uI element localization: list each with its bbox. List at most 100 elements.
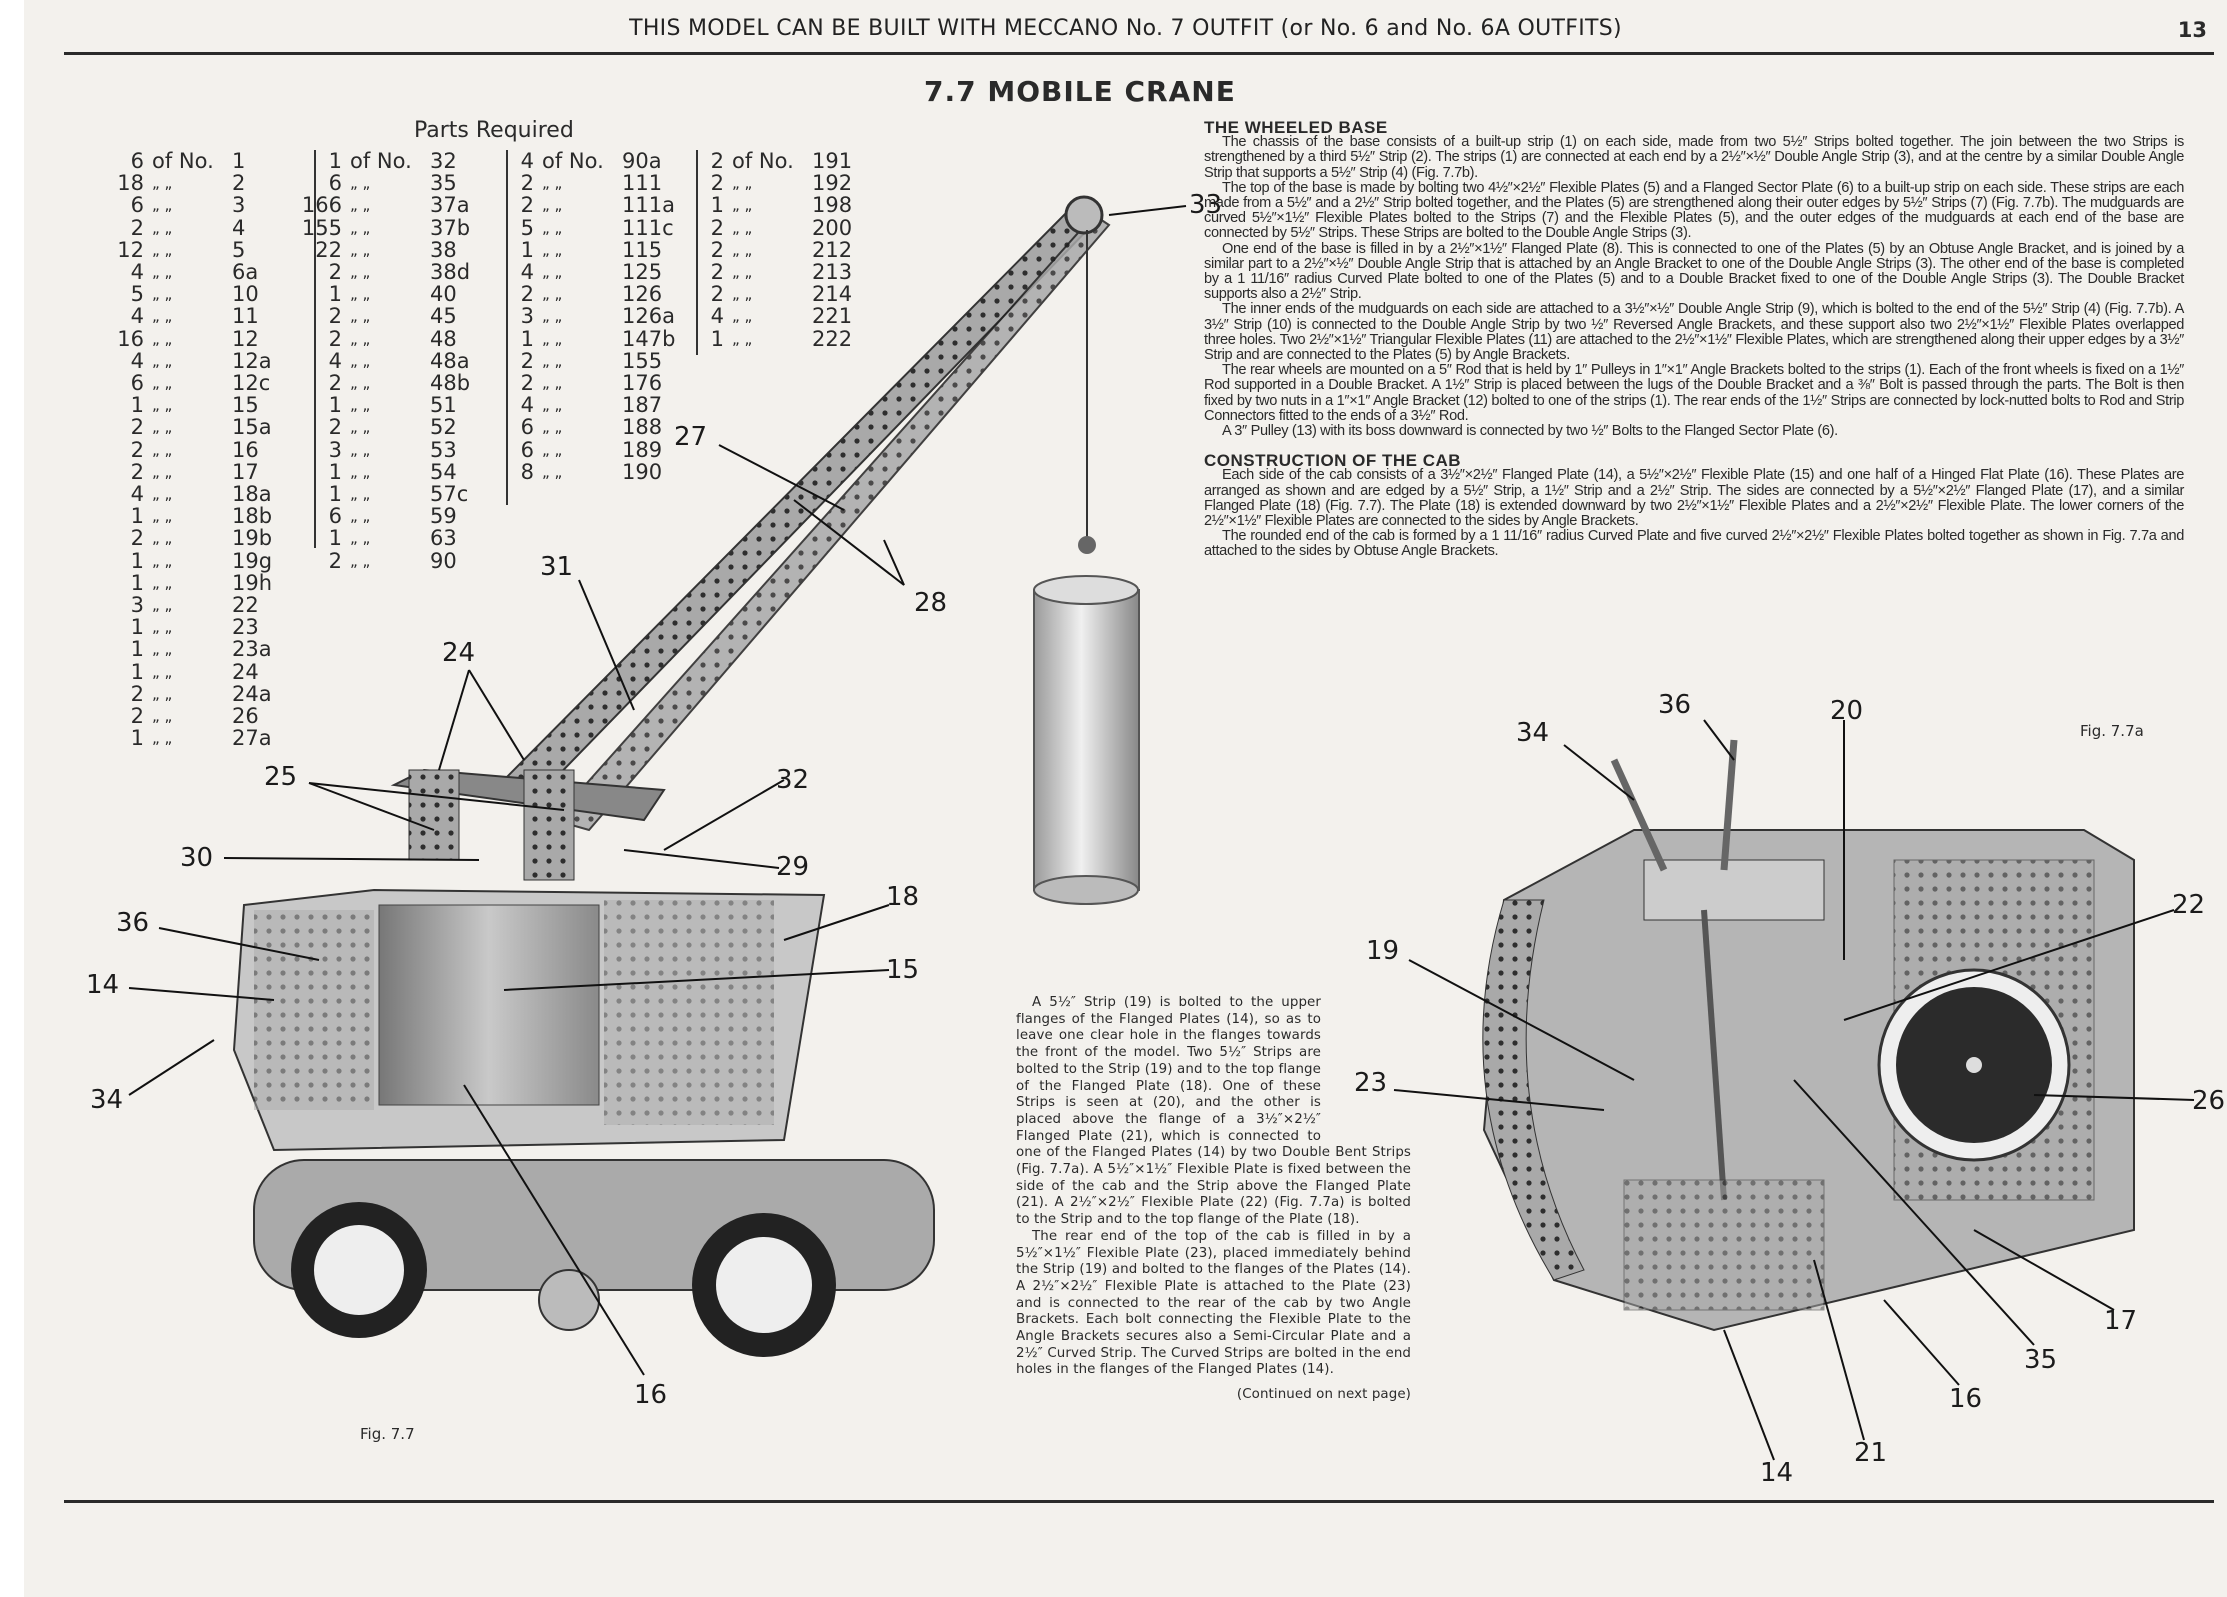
parts-row: 2„ „45 xyxy=(300,305,490,327)
callout-leader-lines xyxy=(128,205,2195,1461)
part-number: 126 xyxy=(622,282,663,307)
ditto-marks: „ „ xyxy=(152,307,173,326)
callout-15: 15 xyxy=(886,955,920,985)
part-quantity: 4 xyxy=(520,149,534,173)
part-number: 16 xyxy=(232,437,259,462)
ditto-marks: „ „ xyxy=(542,263,563,282)
parts-row: 2„ „48 xyxy=(300,327,490,350)
section-heading-cab: CONSTRUCTION OF THE CAB xyxy=(1204,451,1462,471)
ditto-marks: „ „ xyxy=(350,240,371,259)
part-quantity: 1 xyxy=(130,726,144,751)
part-quantity: 1 xyxy=(328,526,342,551)
part-quantity: 2 xyxy=(328,371,342,396)
parts-row: 1„ „63 xyxy=(300,527,490,549)
part-number: 126a xyxy=(622,304,675,329)
part-quantity: 155 xyxy=(301,215,342,240)
ditto-marks: „ „ xyxy=(732,329,753,348)
part-quantity: 2 xyxy=(130,681,144,706)
parts-row: 2„ „90 xyxy=(300,549,490,572)
part-quantity: 2 xyxy=(130,459,144,484)
callout-31: 31 xyxy=(540,552,574,582)
of-no-label: of No. xyxy=(542,149,604,173)
parts-row: 2„ „200 xyxy=(682,216,872,239)
part-number: 15 xyxy=(232,393,259,418)
illustrations xyxy=(128,195,2195,1461)
parts-row: 6„ „3 xyxy=(102,194,292,216)
parts-row: 1„ „54 xyxy=(300,461,490,483)
ditto-marks: „ „ xyxy=(350,374,371,393)
part-number: 90a xyxy=(622,149,662,173)
ditto-marks: „ „ xyxy=(350,263,371,282)
part-quantity: 4 xyxy=(520,260,534,285)
parts-row: 2„ „16 xyxy=(102,437,292,462)
part-number: 23 xyxy=(232,615,259,640)
part-number: 19g xyxy=(232,548,273,573)
parts-row: 1„ „23 xyxy=(102,616,292,638)
parts-row: 2„ „213 xyxy=(682,261,872,283)
callout-16: 16 xyxy=(1949,1384,1983,1414)
part-quantity: 16 xyxy=(117,326,144,351)
paragraph: One end of the base is filled in by a 2½… xyxy=(1204,240,2184,303)
parts-row: 4 of No. 90a xyxy=(492,150,682,172)
ditto-marks: „ „ xyxy=(542,440,563,459)
callout-34: 34 xyxy=(1516,718,1550,748)
parts-heading: Parts Required xyxy=(414,118,574,143)
callout-16: 16 xyxy=(634,1380,668,1410)
part-quantity: 4 xyxy=(130,482,144,507)
part-number: 10 xyxy=(232,282,259,307)
part-quantity: 2 xyxy=(520,282,534,307)
cab-illustration xyxy=(1482,739,2135,1332)
ditto-marks: „ „ xyxy=(350,285,371,304)
part-quantity: 2 xyxy=(710,171,724,196)
part-quantity: 4 xyxy=(130,348,144,373)
part-number: 48a xyxy=(430,348,470,373)
part-number: 32 xyxy=(430,149,457,173)
part-quantity: 2 xyxy=(520,193,534,218)
part-number: 19h xyxy=(232,570,273,595)
part-number: 111 xyxy=(622,171,663,196)
part-quantity: 2 xyxy=(130,415,144,440)
part-quantity: 3 xyxy=(130,593,144,618)
ditto-marks: „ „ xyxy=(542,329,563,348)
parts-row: 4„ „6a xyxy=(102,261,292,283)
parts-row: 2„ „17 xyxy=(102,461,292,483)
callout-36: 36 xyxy=(1658,690,1692,720)
part-number: 59 xyxy=(430,504,457,529)
part-quantity: 1 xyxy=(130,548,144,573)
parts-row: 2„ „212 xyxy=(682,239,872,261)
part-number: 18b xyxy=(232,504,273,529)
divider xyxy=(696,150,698,355)
paragraph: The inner ends of the mudguards on each … xyxy=(1204,301,2184,364)
ditto-marks: „ „ xyxy=(152,684,173,703)
part-number: 214 xyxy=(812,282,853,307)
bottom-rule xyxy=(64,1500,2214,1503)
crane-illustration xyxy=(232,195,1140,1357)
part-quantity: 6 xyxy=(520,437,534,462)
parts-row: 1„ „198 xyxy=(682,194,872,216)
ditto-marks: „ „ xyxy=(152,551,173,570)
section-heading-wheeled-base: THE WHEELED BASE xyxy=(1204,118,1388,137)
parts-row: 1„ „27a xyxy=(102,727,292,749)
paragraph: A 5½″ Strip (19) is bolted to the upper … xyxy=(1016,995,1411,1228)
parts-row: 6„ „12c xyxy=(102,372,292,394)
parts-row: 2„ „126 xyxy=(492,283,682,305)
callout-35: 35 xyxy=(2024,1345,2058,1375)
ditto-marks: „ „ xyxy=(152,440,173,459)
callout-26: 26 xyxy=(2192,1086,2226,1116)
part-number: 40 xyxy=(430,282,457,307)
paragraph: The rear end of the top of the cab is fi… xyxy=(1016,1228,1411,1378)
figure-caption-7-7a: Fig. 7.7a xyxy=(2080,722,2144,740)
ditto-marks: „ „ xyxy=(152,618,173,637)
parts-row: 1„ „23a xyxy=(102,638,292,660)
part-quantity: 2 xyxy=(710,149,724,173)
part-quantity: 166 xyxy=(301,193,342,218)
ditto-marks: „ „ xyxy=(152,707,173,726)
figure-caption-7-7: Fig. 7.7 xyxy=(360,1425,415,1443)
part-quantity: 3 xyxy=(520,304,534,329)
parts-row: 1„ „51 xyxy=(300,394,490,416)
ditto-marks: „ „ xyxy=(152,662,173,681)
part-quantity: 4 xyxy=(520,393,534,418)
part-number: 45 xyxy=(430,304,457,329)
callout-18: 18 xyxy=(886,882,920,912)
